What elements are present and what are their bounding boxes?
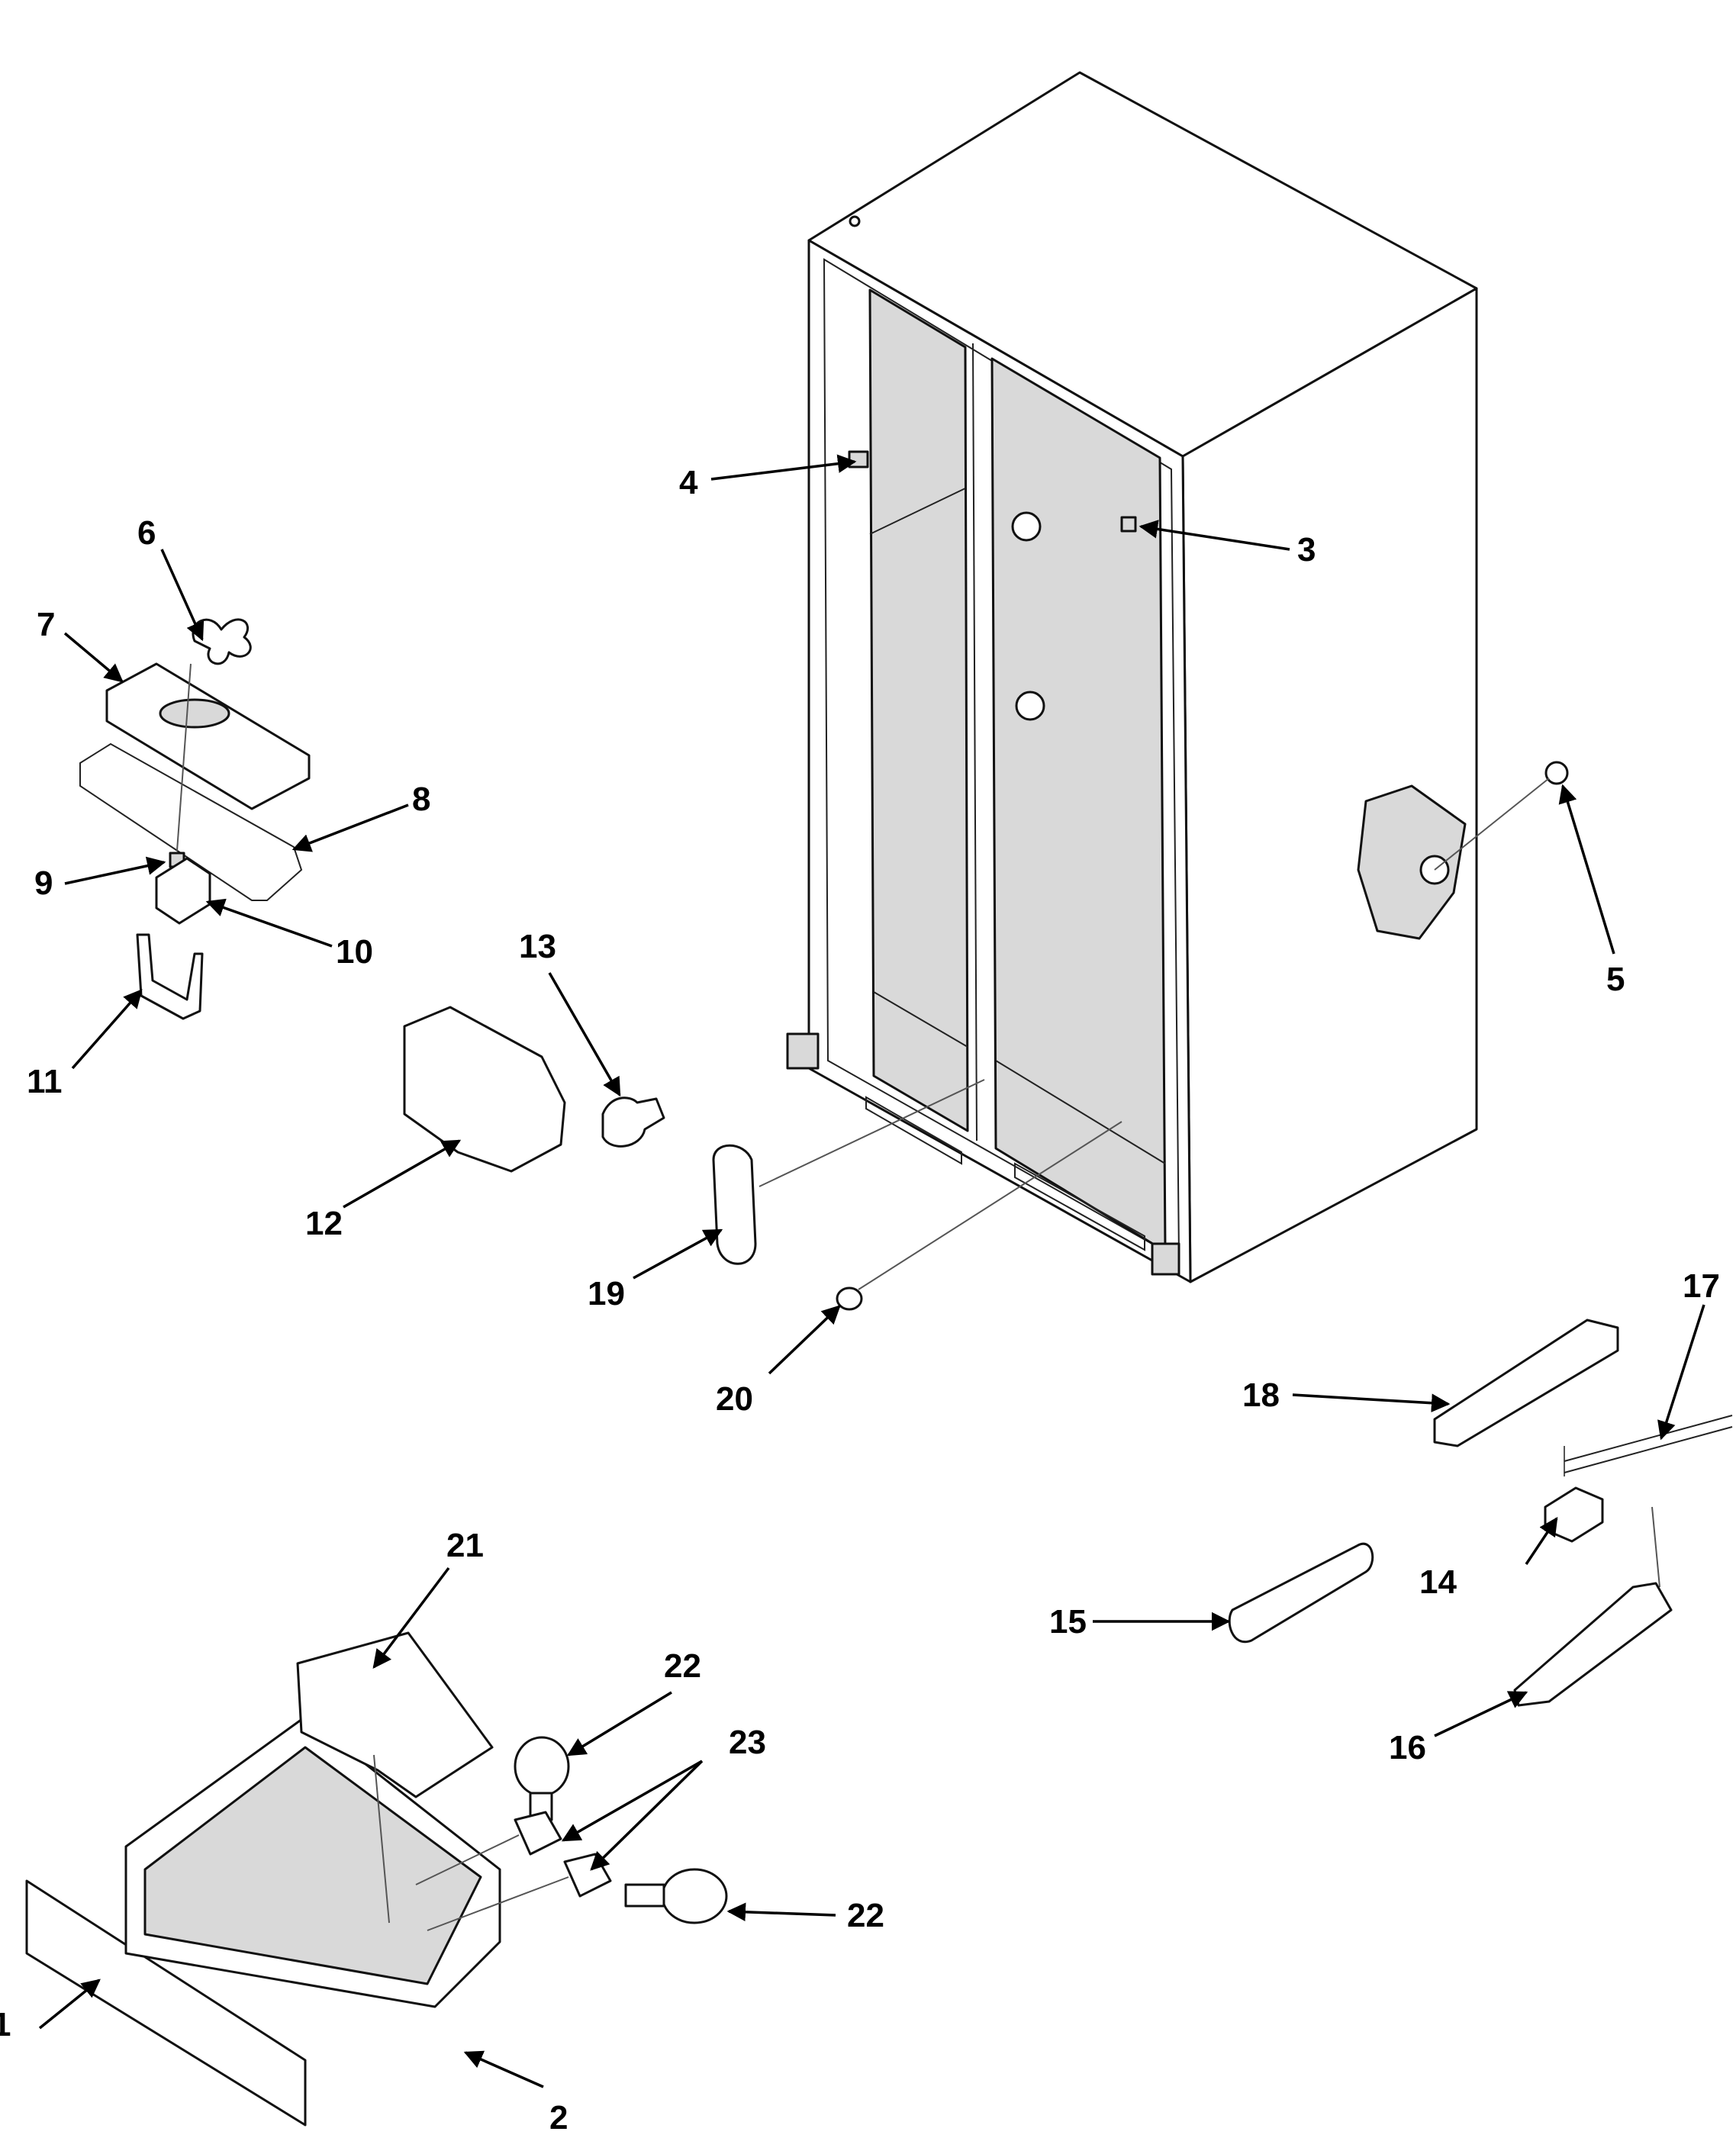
- part-5-plug: [1544, 761, 1569, 785]
- callout-13: 13: [519, 928, 556, 965]
- part-20-grommet: [836, 1286, 863, 1311]
- callout-21: 21: [446, 1527, 484, 1564]
- callout-4: 4: [679, 464, 698, 501]
- callout-17: 17: [1683, 1267, 1720, 1305]
- callout-3: 3: [1297, 531, 1316, 568]
- callout-1: 1: [0, 2006, 11, 2043]
- dispenser-assembly: [25, 1631, 728, 2127]
- water-filter-assembly: [1228, 1319, 1733, 1707]
- callout-18: 18: [1242, 1376, 1280, 1414]
- callout-22a: 22: [664, 1647, 701, 1685]
- evaporator-fan-assembly: [79, 618, 311, 1020]
- callout-23: 23: [729, 1724, 766, 1761]
- callouts: 1 2 3 4 5 6 7 8 9 10 11 12 13 14 15 16 1…: [0, 464, 1720, 2136]
- part-12-cover: [403, 1006, 566, 1173]
- callout-10: 10: [336, 933, 373, 971]
- part-19-plug: [712, 1144, 757, 1265]
- callout-20: 20: [716, 1380, 753, 1418]
- callout-5: 5: [1606, 961, 1625, 998]
- callout-9: 9: [34, 865, 53, 902]
- callout-22b: 22: [847, 1897, 884, 1934]
- callout-6: 6: [137, 514, 156, 552]
- callout-11: 11: [27, 1063, 63, 1100]
- callout-2: 2: [549, 2099, 568, 2136]
- callout-8: 8: [412, 781, 430, 818]
- leader-lines: [38, 454, 1705, 2088]
- cabinet: [786, 71, 1478, 1283]
- callout-19: 19: [588, 1275, 625, 1312]
- callout-16: 16: [1389, 1729, 1426, 1766]
- callout-15: 15: [1049, 1603, 1087, 1641]
- callout-14: 14: [1419, 1563, 1457, 1601]
- callout-7: 7: [37, 606, 55, 643]
- part-13-bulb: [601, 1096, 665, 1148]
- callout-12: 12: [305, 1205, 343, 1242]
